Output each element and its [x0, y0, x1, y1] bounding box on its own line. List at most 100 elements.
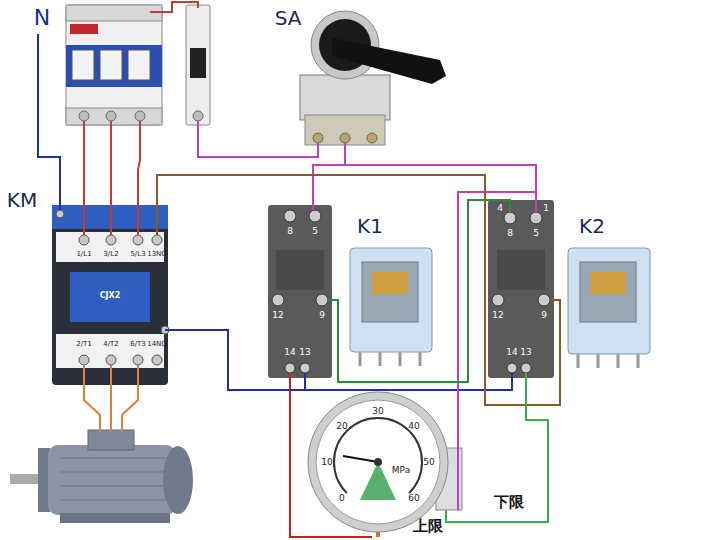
pin-number: 5: [312, 227, 318, 236]
circuit-breaker: [66, 108, 162, 125]
wire: [38, 34, 60, 210]
contactor: [56, 232, 164, 262]
wire: [110, 121, 112, 235]
selector-switch: [332, 38, 446, 84]
relay-base: [504, 212, 516, 224]
relay-module: [379, 352, 382, 366]
wire: [150, 2, 198, 12]
selector-switch: [300, 75, 390, 120]
wire: [446, 373, 548, 522]
motor: [10, 430, 193, 523]
motor: [60, 486, 170, 487]
terminal-label: 14NO: [147, 341, 167, 348]
relay-module: [597, 354, 600, 368]
scale-number: 10: [321, 458, 332, 467]
motor: [163, 446, 193, 514]
motor: [48, 445, 176, 515]
pressure-gauge: [308, 392, 462, 537]
relay-module: [362, 262, 418, 322]
relay-base: [276, 250, 324, 290]
limit-label: 下限: [494, 495, 524, 510]
selector-switch: [367, 133, 377, 143]
contactor: [79, 355, 89, 365]
relay-base: [268, 205, 332, 378]
relay-module: [568, 248, 650, 368]
terminal-label: 2/T1: [76, 341, 92, 348]
contactor: [70, 272, 150, 322]
wire: [122, 365, 138, 432]
circuit-breaker: [70, 24, 98, 34]
pressure-gauge: [360, 462, 396, 500]
single-breaker: [186, 5, 210, 125]
relay-module: [372, 272, 408, 294]
circuit-breaker: [79, 111, 89, 121]
wire: [157, 175, 560, 405]
model-label: CJX2: [100, 292, 121, 300]
wire: [138, 121, 140, 235]
selector-switch: [305, 115, 385, 145]
pin-number: 8: [287, 227, 293, 236]
relay-base: [497, 250, 545, 290]
contactor: [152, 355, 162, 365]
relay-base: [268, 205, 332, 378]
component-label: KM: [7, 190, 37, 210]
pressure-gauge: [374, 458, 382, 466]
wire: [345, 165, 536, 212]
pin-number: 4: [497, 204, 503, 213]
motor: [10, 474, 40, 484]
wire: [84, 365, 100, 432]
relay-base: [284, 210, 296, 222]
relay-module: [350, 248, 432, 352]
pressure-gauge: [316, 400, 440, 524]
scale-number: 20: [336, 421, 347, 430]
wire: [165, 330, 305, 390]
unit-label: MPa: [392, 466, 410, 475]
scale-number: 60: [408, 494, 419, 503]
pressure-gauge: [376, 532, 380, 537]
limit-label: 上限: [413, 519, 443, 534]
relay-module: [590, 272, 626, 294]
relay-module: [419, 352, 422, 366]
pin-number: 14: [506, 348, 517, 357]
component-label: K2: [579, 216, 605, 236]
relay-base: [285, 363, 295, 373]
wire: [328, 200, 510, 382]
relay-module: [568, 248, 650, 354]
circuit-breaker: [128, 50, 150, 80]
circuit-breaker: [106, 111, 116, 121]
motor: [60, 458, 170, 459]
terminal-label: 4/T2: [103, 341, 119, 348]
pin-number: 13: [299, 348, 310, 357]
relay-base: [507, 363, 517, 373]
pin-number: 9: [541, 311, 547, 320]
terminal-label: 5/L3: [130, 251, 145, 258]
neutral-label: N: [34, 7, 50, 29]
terminal-label: 3/L2: [103, 251, 118, 258]
scale-number: 0: [339, 494, 345, 503]
circuit-breaker: [100, 50, 122, 80]
scale-number: 30: [372, 407, 383, 416]
relay-base: [488, 200, 554, 378]
component-label: SA: [275, 8, 302, 28]
relay-base: [521, 363, 531, 373]
wire: [458, 192, 536, 510]
relay-module: [637, 354, 640, 368]
pin-number: 12: [492, 311, 503, 320]
contactor: [79, 235, 89, 245]
scale-number: 40: [408, 421, 419, 430]
contactor: [56, 334, 164, 368]
contactor: [133, 355, 143, 365]
pin-number: 14: [284, 348, 295, 357]
component-label: K1: [357, 216, 383, 236]
selector-switch: [313, 133, 323, 143]
single-breaker: [190, 48, 206, 78]
motor: [60, 513, 170, 523]
wire: [198, 121, 318, 157]
circuit-breaker: [66, 5, 162, 125]
pin-number: 12: [272, 311, 283, 320]
contactor: [56, 210, 64, 218]
pin-number: 13: [520, 348, 531, 357]
terminal-label: 1/L1: [76, 251, 91, 258]
